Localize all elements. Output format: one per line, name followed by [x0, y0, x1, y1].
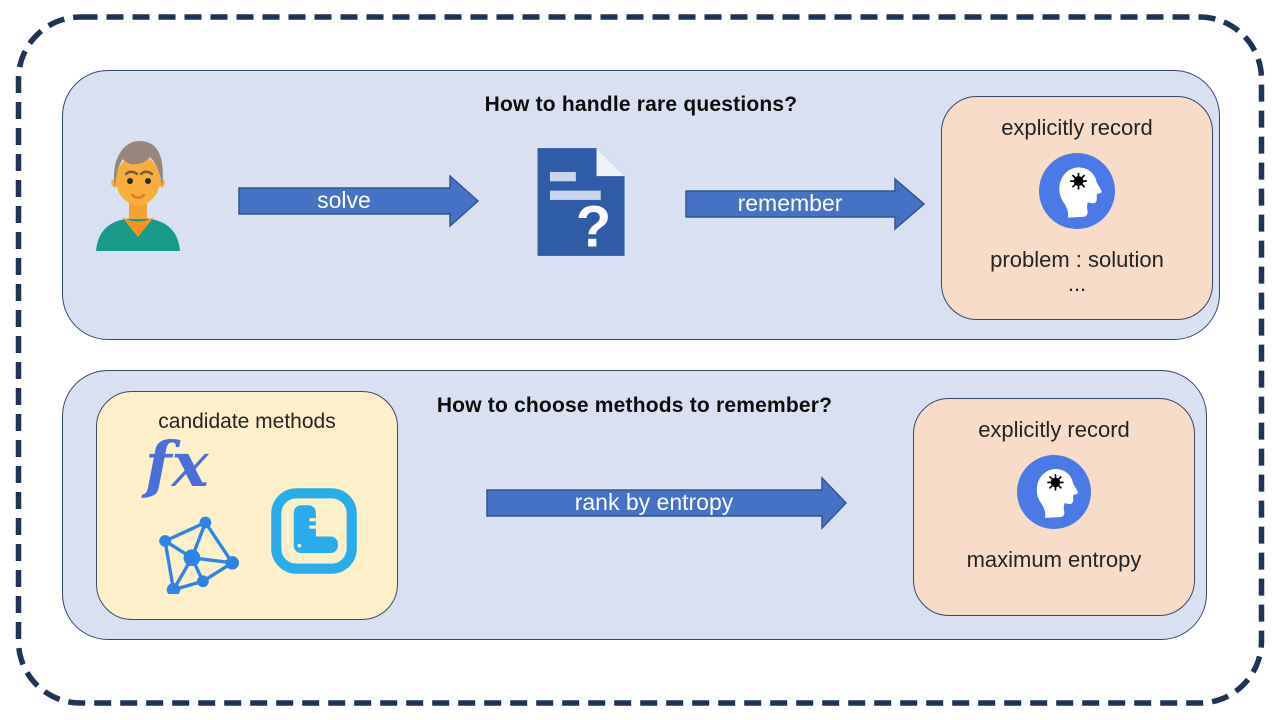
record-box-heading: explicitly record — [978, 417, 1130, 442]
record-box-ellipsis: ... — [1067, 271, 1087, 296]
top-panel: How to handle rare questions? — [62, 70, 1220, 340]
remember-arrow: remember — [685, 177, 926, 231]
solve-arrow: solve — [238, 174, 480, 228]
record-box-pair: problem : solution — [990, 247, 1164, 272]
person-icon — [92, 133, 184, 251]
rank-by-entropy-arrow: rank by entropy — [486, 476, 848, 530]
record-box-bottom: explicitly record maximum entropy — [913, 398, 1195, 616]
function-icon: fx — [145, 428, 209, 501]
record-box-top: explicitly record problem : solution ... — [941, 96, 1213, 320]
ruler-icon — [268, 485, 360, 577]
right-arrow-icon — [685, 177, 926, 231]
solve-arrow-label: solve — [317, 187, 371, 213]
right-arrow-icon — [486, 476, 848, 530]
thinking-head-icon — [1017, 455, 1091, 529]
top-panel-title: How to handle rare questions? — [484, 93, 798, 116]
question-document-icon: ? — [528, 144, 632, 260]
rank-arrow-label: rank by entropy — [574, 489, 734, 515]
thinking-head-icon — [1039, 153, 1115, 229]
candidate-methods-heading: candidate methods — [158, 410, 336, 433]
svg-text:?: ? — [576, 195, 611, 260]
graph-icon — [155, 514, 239, 597]
record-box-value: maximum entropy — [966, 547, 1142, 572]
candidate-methods-box: candidate methods fx — [96, 391, 398, 620]
right-arrow-icon — [238, 174, 480, 228]
bottom-panel: How to choose methods to remember? candi… — [62, 370, 1207, 640]
bottom-panel-title: How to choose methods to remember? — [436, 394, 833, 417]
remember-arrow-label: remember — [737, 190, 843, 216]
record-box-heading: explicitly record — [1001, 115, 1153, 140]
